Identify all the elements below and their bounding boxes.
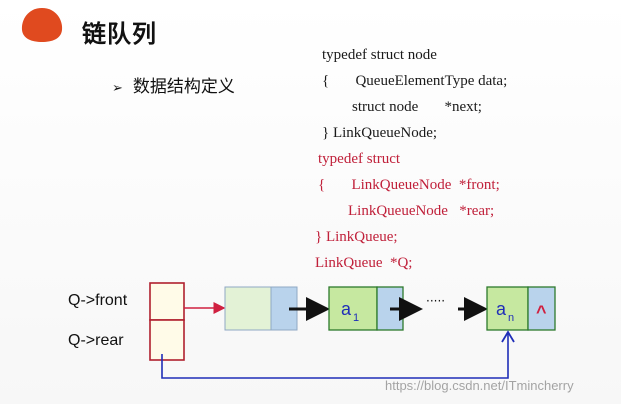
null-pointer-symbol: ^ bbox=[536, 302, 547, 322]
rear-cell bbox=[149, 319, 185, 361]
rear-arrow-line bbox=[161, 333, 509, 379]
node-an-subscript: n bbox=[508, 312, 514, 324]
q-pointer-box bbox=[149, 282, 185, 361]
front-cell bbox=[149, 282, 185, 321]
node-a1-label: a bbox=[341, 299, 352, 319]
code-line: LinkQueueNode *rear; bbox=[318, 203, 495, 219]
code-line: { LinkQueueNode *front; bbox=[318, 177, 500, 193]
code-line: LinkQueue *Q; bbox=[315, 255, 413, 271]
code-line: } LinkQueueNode; bbox=[322, 125, 438, 141]
bullet-arrow-icon: ➢ bbox=[112, 81, 123, 96]
node-an-next-cell bbox=[527, 286, 556, 331]
node-an: a n ^ bbox=[486, 286, 556, 331]
watermark: https://blog.csdn.net/ITmincherry bbox=[385, 378, 574, 393]
node-an-label: a bbox=[496, 299, 507, 319]
logo-icon bbox=[21, 8, 63, 42]
code-line: struct node *next; bbox=[322, 99, 482, 115]
code-line: { QueueElementType data; bbox=[322, 73, 508, 89]
page-title: 链队列 bbox=[82, 20, 157, 48]
node-an-data-cell bbox=[486, 286, 529, 331]
head-node bbox=[224, 286, 298, 331]
ellipsis: ····· bbox=[426, 294, 445, 308]
code-line: } LinkQueue; bbox=[315, 229, 398, 245]
front-label: Q->front bbox=[68, 292, 128, 309]
bullet-text: 数据结构定义 bbox=[132, 77, 235, 97]
head-data-cell bbox=[224, 286, 272, 331]
code-line: typedef struct bbox=[318, 151, 401, 167]
node-a1-data-cell bbox=[328, 286, 378, 331]
code-line: typedef struct node bbox=[322, 47, 437, 63]
rear-label: Q->rear bbox=[68, 332, 124, 349]
bullet-item: ➢ 数据结构定义 bbox=[112, 72, 235, 97]
rear-arrow-head bbox=[501, 330, 515, 343]
node-a1-subscript: 1 bbox=[353, 312, 359, 324]
